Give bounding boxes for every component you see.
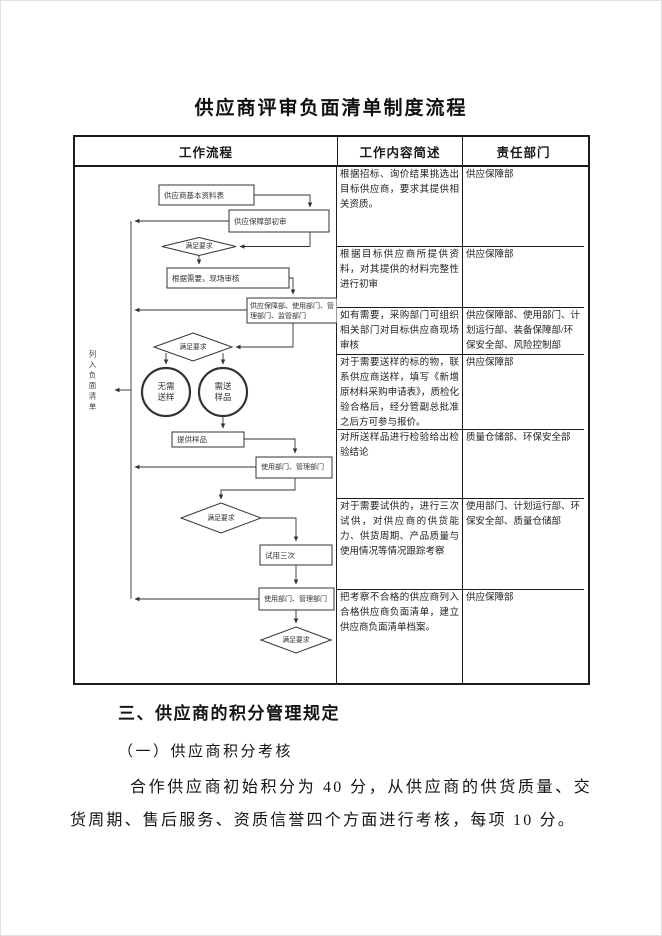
decision-2: 满足要求 (179, 343, 207, 351)
section-heading: 三、供应商的积分管理规定 (118, 704, 340, 723)
work-description-cell: 如有需要，采购部门可组织相关部门对目标供应商现场审核 (337, 308, 462, 355)
department-cell: 供应保障部 (462, 247, 584, 308)
node-basic-info-form: 供应商基本资料表 (164, 190, 224, 200)
section-paragraph: 合作供应商初始积分为 40 分，从供应商的供货质量、交货周期、售后服务、资质信誉… (70, 779, 592, 829)
node-provide-sample: 提供样品 (177, 435, 207, 444)
node-use-mgmt-2: 使用部门、管理部门 (264, 594, 327, 603)
work-description-cell: 对于需要试供的，进行三次试供，对供应商的供货能力、供货周期、产品质量与使用情况等… (337, 499, 462, 590)
section-subheading: （一）供应商积分考核 (118, 744, 294, 760)
node-site-audit: 根据需要，现场审核 (172, 273, 240, 283)
decision-1: 满足要求 (185, 243, 213, 250)
work-description-cell: 根据招标、询价结果挑选出目标供应商，要求其提供相关资质。 (337, 167, 462, 247)
node-department-review: 供应保障部、使用部门、管理部门、监管部门 (250, 301, 334, 320)
negative-list-label: 列入负面清单 (88, 350, 97, 413)
node-need-sample: 需送 样品 (214, 381, 232, 402)
table-body: 供应商基本资料表 供应保障部初审 满足要求 根据需要，现场审核 供应保障部、使用… (75, 167, 588, 683)
decision-4: 满足要求 (282, 636, 310, 644)
work-description-cell: 对于需要送样的标的物，联系供应商送样，填写《新增原材料采购申请表》，质检化验合格… (337, 355, 462, 430)
department-cell: 供应保障部 (462, 355, 584, 430)
department-cell: 质量仓储部、环保安全部 (462, 430, 584, 499)
node-use-mgmt-1: 使用部门、管理部门 (261, 463, 324, 471)
node-no-sample: 无需 送样 (157, 381, 175, 402)
department-cell: 供应保障部、使用部门、计划运行部、装备保障部/环保安全部、风险控制部 (462, 308, 584, 355)
department-cell: 供应保障部 (462, 167, 584, 247)
header-work-description: 工作内容简述 (337, 137, 462, 165)
work-description-cell: 把考察不合格的供应商列入合格供应商负面清单，建立供应商负面清单档案。 (340, 593, 459, 633)
flowchart-shapes (114, 184, 337, 654)
decision-3: 满足要求 (207, 514, 235, 522)
table-header-row: 工作流程 工作内容简述 责任部门 (75, 137, 588, 167)
work-description-cell: 对所送样品进行检验给出检验结论 (337, 430, 462, 499)
work-description-cell: 根据目标供应商所提供资料，对其提供的材料完整性进行初审 (337, 247, 462, 308)
flowchart-cell: 供应商基本资料表 供应保障部初审 满足要求 根据需要，现场审核 供应保障部、使用… (75, 167, 337, 683)
flowchart-connectors (114, 194, 313, 624)
page-title: 供应商评审负面清单制度流程 (194, 98, 468, 119)
header-work-process: 工作流程 (178, 145, 233, 160)
header-responsible-department: 责任部门 (462, 137, 584, 165)
department-cell: 使用部门、计划运行部、环保安全部、质量仓储部 (462, 499, 584, 590)
node-trial-three-times: 试用三次 (265, 550, 295, 560)
department-cell: 供应保障部 (462, 590, 584, 683)
node-initial-review: 供应保障部初审 (234, 216, 287, 226)
process-table: 工作流程 工作内容简述 责任部门 (73, 135, 590, 685)
